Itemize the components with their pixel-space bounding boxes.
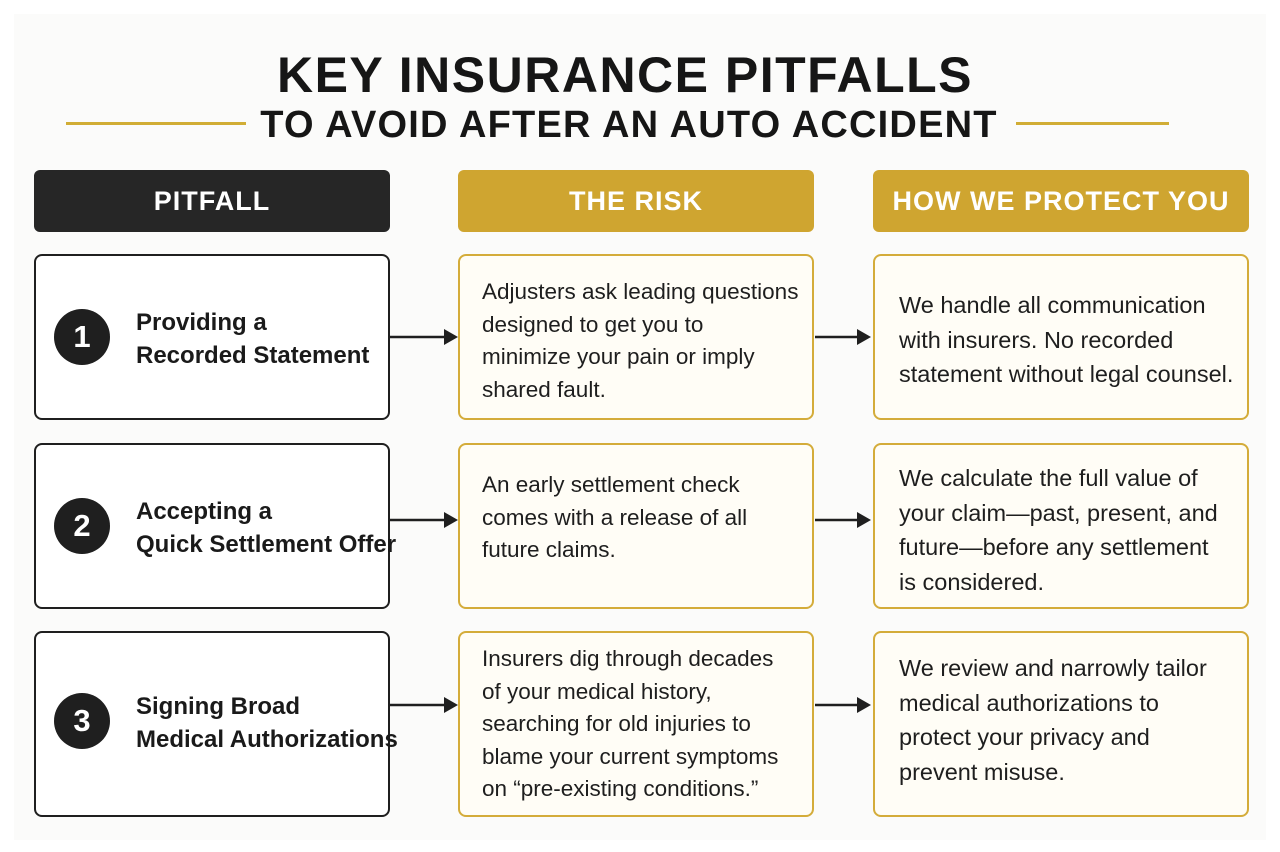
step-number-badge: 3 xyxy=(54,693,110,749)
header-pitfall: PITFALL xyxy=(34,170,390,232)
protect-text-line: with insurers. No recorded xyxy=(899,326,1174,353)
pitfall-label-line: Recorded Statement xyxy=(136,342,370,369)
pitfall-box-2: 2 Accepting a Quick Settlement Offer xyxy=(34,443,397,609)
protect-box-1: We handle all communication with insurer… xyxy=(873,254,1249,420)
arrow-right-icon xyxy=(390,697,458,713)
risk-box-3: Insurers dig through decades of your med… xyxy=(458,631,814,817)
arrow-right-icon xyxy=(815,697,871,713)
pitfall-label-line: Quick Settlement Offer xyxy=(136,531,397,558)
pitfall-label-line: Medical Authorizations xyxy=(136,726,398,753)
risk-text-line: An early settlement check xyxy=(482,472,740,497)
header-protect: HOW WE PROTECT YOU xyxy=(873,170,1249,232)
arrow-right-icon xyxy=(390,329,458,345)
risk-text: Adjusters ask leading questions designed… xyxy=(482,276,799,406)
risk-text-line: designed to get you to xyxy=(482,311,704,337)
step-number-badge: 2 xyxy=(54,498,110,554)
protect-text-line: your claim—past, present, and xyxy=(899,499,1218,526)
risk-text-line: shared fault. xyxy=(482,376,606,402)
protect-text-line: is considered. xyxy=(899,568,1044,595)
protect-box-2: We calculate the full value of your clai… xyxy=(873,443,1249,609)
protect-box-3: We review and narrowly tailor medical au… xyxy=(873,631,1249,817)
arrow-right-icon xyxy=(815,512,871,528)
pitfall-box-3: 3 Signing Broad Medical Authorizations xyxy=(34,631,398,817)
pitfall-box-1: 1 Providing a Recorded Statement xyxy=(34,254,390,420)
risk-box-2: An early settlement check comes with a r… xyxy=(458,443,814,609)
risk-text-line: comes with a release of all xyxy=(482,504,748,530)
protect-text: We calculate the full value of your clai… xyxy=(899,461,1231,599)
protect-text-line: prevent misuse. xyxy=(899,758,1065,785)
pitfall-label-line: Accepting a xyxy=(136,498,273,525)
risk-text: Insurers dig through decades of your med… xyxy=(482,643,796,806)
protect-text-line: We review and narrowly tailor xyxy=(899,655,1207,681)
risk-text-line: on “pre-existing conditions.” xyxy=(482,776,759,801)
subtitle-row: TO AVOID AFTER AN AUTO ACCIDENT xyxy=(14,98,1236,148)
pitfall-label: Providing a Recorded Statement xyxy=(136,306,378,372)
header-risk: THE RISK xyxy=(458,170,814,232)
pitfall-label: Accepting a Quick Settlement Offer xyxy=(136,495,397,561)
protect-text-line: medical authorizations to xyxy=(899,689,1159,716)
protect-text-line: We handle all communication xyxy=(899,292,1206,318)
page-subtitle: TO AVOID AFTER AN AUTO ACCIDENT xyxy=(260,104,998,146)
step-number-badge: 1 xyxy=(54,309,110,365)
risk-text-line: minimize your pain or imply xyxy=(482,344,755,369)
risk-text-line: searching for old injuries to xyxy=(482,711,751,736)
risk-text-line: of your medical history, xyxy=(482,678,712,704)
arrow-right-icon xyxy=(815,329,871,345)
infographic: KEY INSURANCE PITFALLS TO AVOID AFTER AN… xyxy=(14,14,1266,840)
subtitle-rule-right xyxy=(1016,122,1169,125)
subtitle-rule-left xyxy=(66,122,246,125)
risk-text-line: blame your current symptoms xyxy=(482,743,779,769)
pitfall-label: Signing Broad Medical Authorizations xyxy=(136,690,398,756)
risk-text-line: Insurers dig through decades xyxy=(482,646,774,671)
protect-text: We handle all communication with insurer… xyxy=(899,288,1234,392)
risk-text-line: future claims. xyxy=(482,537,616,562)
protect-text: We review and narrowly tailor medical au… xyxy=(899,651,1231,789)
arrow-right-icon xyxy=(390,512,458,528)
protect-text-line: We calculate the full value of xyxy=(899,465,1198,491)
risk-box-1: Adjusters ask leading questions designed… xyxy=(458,254,814,420)
risk-text: An early settlement check comes with a r… xyxy=(482,469,796,567)
pitfall-label-line: Providing a xyxy=(136,309,267,336)
page-title: KEY INSURANCE PITFALLS xyxy=(276,47,974,103)
pitfall-label-line: Signing Broad xyxy=(136,693,300,720)
protect-text-line: statement without legal counsel. xyxy=(899,361,1234,387)
protect-text-line: future—before any settlement xyxy=(899,534,1209,560)
risk-text-line: Adjusters ask leading questions xyxy=(482,279,799,304)
protect-text-line: protect your privacy and xyxy=(899,724,1150,750)
